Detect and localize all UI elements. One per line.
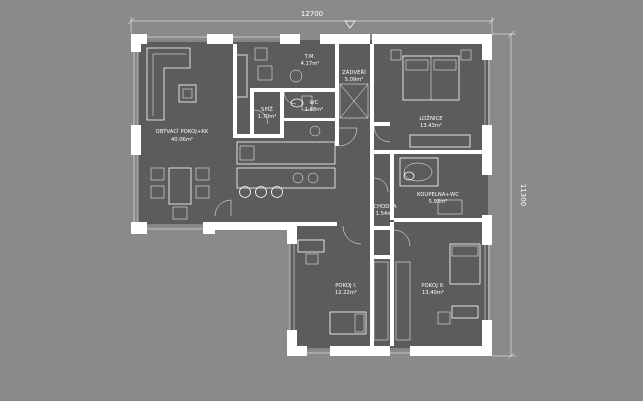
svg-text:CHODBA: CHODBA (373, 204, 397, 210)
svg-text:1.54m²: 1.54m² (376, 211, 395, 217)
room-1-furniture (297, 239, 389, 341)
north-arrow-icon (344, 20, 356, 29)
svg-text:POKOJ II.: POKOJ II. (421, 283, 444, 289)
svg-text:KOUPELNA+WC: KOUPELNA+WC (417, 192, 459, 198)
doors (214, 91, 411, 247)
svg-text:13.43m²: 13.43m² (420, 123, 442, 129)
svg-text:4.17m²: 4.17m² (301, 61, 320, 67)
bathroom-fixtures (290, 95, 463, 215)
room-label-tm: T.M. 4.17m² (301, 54, 320, 67)
svg-text:13.40m²: 13.40m² (422, 290, 444, 296)
windows (133, 36, 490, 354)
svg-text:5.09m²: 5.09m² (345, 77, 364, 83)
svg-text:POKOJ I.: POKOJ I. (335, 283, 357, 289)
svg-text:ZÁDVEŘÍ: ZÁDVEŘÍ (342, 68, 366, 76)
svg-text:LOŽNICE: LOŽNICE (419, 114, 442, 122)
dimension-height-label: 11300 (519, 184, 527, 206)
svg-text:WC: WC (310, 100, 319, 106)
room-label-chodba: CHODBA 1.54m² (373, 204, 397, 217)
room-label-obyvaci: OBÝVACÍ POKOJ+KK 40.06m² (156, 128, 209, 143)
entry-wardrobe (339, 83, 369, 119)
room-label-koupelna: KOUPELNA+WC 5.93m² (417, 192, 459, 205)
room-2-furniture (395, 243, 481, 341)
dimension-width-label: 12700 (301, 10, 323, 18)
room-label-pokoj1: POKOJ I. 12.22m² (335, 283, 357, 296)
dimension-height: 11300 (492, 30, 527, 360)
room-label-pokoj2: POKOJ II. 13.40m² (421, 283, 444, 296)
living-room-furniture (146, 47, 336, 220)
floor-area (138, 40, 488, 350)
svg-text:1.68m²: 1.68m² (305, 107, 324, 113)
svg-text:1.70m²: 1.70m² (258, 114, 277, 120)
bedroom-furniture (390, 49, 472, 148)
exterior-walls (131, 34, 492, 356)
room-label-zadveri: ZÁDVEŘÍ 5.09m² (342, 68, 366, 83)
room-label-loznice: LOŽNICE 13.43m² (419, 114, 442, 129)
room-label-wc: WC 1.68m² (305, 100, 324, 113)
svg-text:40.06m²: 40.06m² (171, 137, 193, 143)
room-label-spiz: SPÍŽ 1.70m² (258, 105, 277, 120)
svg-text:T.M.: T.M. (304, 54, 316, 60)
svg-text:SPÍŽ: SPÍŽ (261, 105, 273, 113)
dimension-width: 12700 (127, 10, 496, 33)
svg-text:12.22m²: 12.22m² (335, 290, 357, 296)
svg-text:OBÝVACÍ POKOJ+KK: OBÝVACÍ POKOJ+KK (156, 128, 209, 135)
svg-text:5.93m²: 5.93m² (429, 199, 448, 205)
